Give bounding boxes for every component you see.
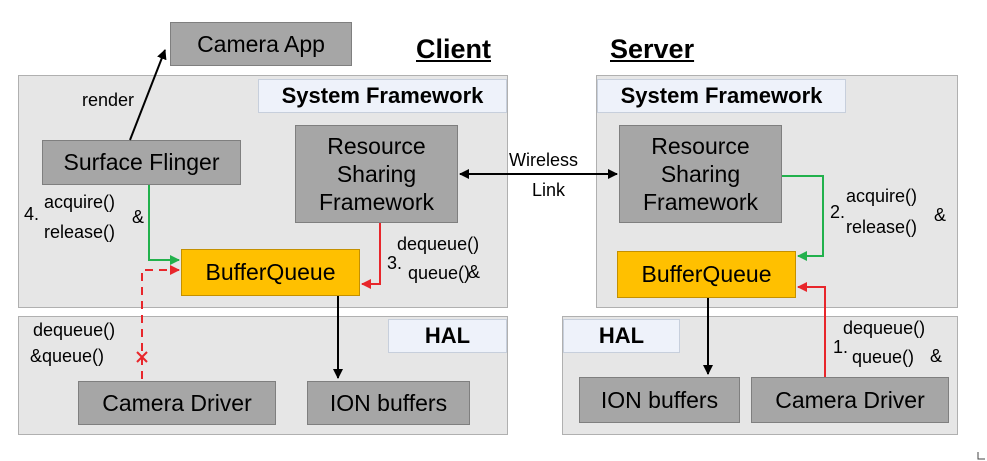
render-arrow — [129, 49, 167, 141]
blocked-arrow — [141, 265, 180, 379]
step-1-arrow — [797, 282, 826, 377]
step-4-release: release() — [44, 222, 116, 242]
step-1-number: 1. — [833, 337, 849, 357]
client-heading: Client — [416, 34, 492, 64]
surface-flinger-box[interactable]: Surface Flinger — [42, 140, 241, 185]
render-label: render — [82, 90, 135, 110]
corner-mark — [977, 452, 985, 460]
step-3-amp: & — [468, 262, 481, 282]
step-2-arrow — [782, 175, 824, 261]
blocked-dequeue: dequeue() — [33, 320, 116, 340]
step-2-number: 2. — [830, 202, 846, 222]
step-4-acquire: acquire() — [44, 192, 116, 212]
step-3-number: 3. — [387, 253, 403, 273]
rs-line-3: Framework — [642, 189, 758, 216]
step-3-arrow — [361, 223, 381, 289]
client-resource-sharing-box[interactable]: Resource Sharing Framework — [295, 125, 458, 223]
client-bufferqueue-box[interactable]: BufferQueue — [181, 249, 360, 296]
server-system-framework-label: System Framework — [597, 79, 846, 113]
step-2-acquire: acquire() — [846, 186, 918, 206]
camera-app-box[interactable]: Camera App — [170, 22, 352, 66]
step-4-arrow — [148, 185, 180, 265]
server-ion-buffers-box[interactable]: ION buffers — [579, 377, 740, 423]
step-4-number: 4. — [24, 204, 40, 224]
server-camera-driver-box[interactable]: Camera Driver — [751, 377, 949, 423]
server-bufferqueue-box[interactable]: BufferQueue — [617, 251, 796, 298]
rs-line-3: Framework — [318, 189, 434, 216]
blocked-x-mark — [136, 351, 148, 363]
client-hal-label: HAL — [388, 319, 507, 353]
client-camera-driver-box[interactable]: Camera Driver — [78, 381, 276, 425]
step-2-amp: & — [934, 205, 947, 225]
step-3-queue: queue() — [408, 263, 471, 283]
link-label: Link — [532, 180, 566, 200]
step-1-dequeue: dequeue() — [843, 318, 926, 338]
rs-line-1: Resource — [651, 132, 750, 159]
client-ion-buffers-box[interactable]: ION buffers — [307, 381, 470, 425]
server-hal-label: HAL — [563, 319, 680, 353]
step-1-amp: & — [930, 346, 943, 366]
wireless-label: Wireless — [509, 150, 579, 170]
step-2-release: release() — [846, 217, 918, 237]
step-3-dequeue: dequeue() — [397, 234, 480, 254]
step-1-queue: queue() — [852, 347, 915, 367]
client-system-framework-label: System Framework — [258, 79, 507, 113]
rs-line-1: Resource — [327, 132, 426, 159]
rs-line-2: Sharing — [660, 160, 741, 187]
step-4-amp: & — [132, 207, 145, 227]
server-resource-sharing-box[interactable]: Resource Sharing Framework — [619, 125, 782, 223]
blocked-queue: &queue() — [30, 346, 105, 366]
server-heading: Server — [610, 34, 695, 64]
rs-line-2: Sharing — [336, 160, 417, 187]
